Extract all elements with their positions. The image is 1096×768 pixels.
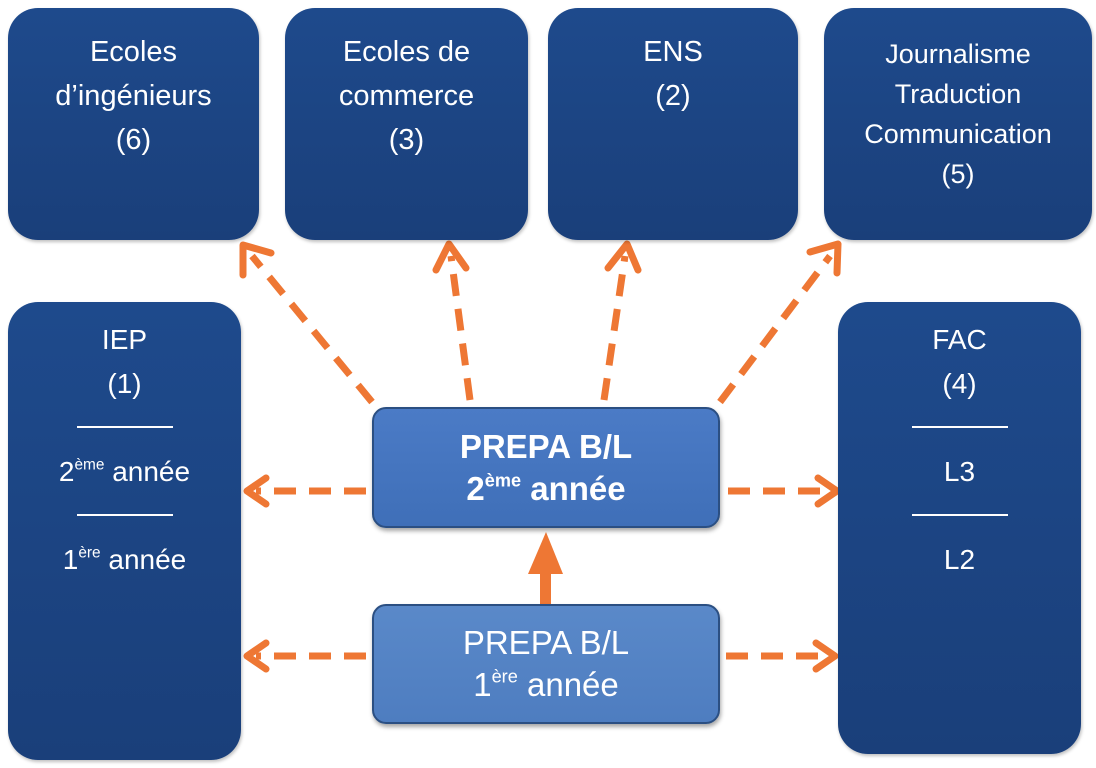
line: Ecoles de <box>342 36 471 68</box>
arrowhead-journalisme <box>806 240 842 277</box>
line: d’ingénieurs <box>55 80 212 112</box>
arrow-to-ecoles-ingenieurs <box>249 253 375 405</box>
box-fac: FAC (4) L3 L2 <box>838 302 1081 754</box>
arrow-to-journalisme <box>717 253 833 405</box>
arrowhead-prepa1-fac <box>812 639 839 673</box>
iep-title: IEP <box>101 324 148 355</box>
prepa2-year: 2ème année <box>466 469 626 507</box>
iep-year-1: 1ère année <box>62 544 187 575</box>
arrowhead-ecoles-ingenieurs <box>239 241 275 279</box>
line: commerce <box>338 80 475 112</box>
arrowhead-prepa2-iep <box>243 474 270 508</box>
line: Traduction <box>894 79 1022 109</box>
iep-count: (1) <box>107 368 142 399</box>
iep-year-2: 2ème année <box>58 456 191 487</box>
count: (5) <box>941 159 975 189</box>
fac-count: (4) <box>942 368 977 399</box>
fac-title: FAC <box>932 324 987 355</box>
box-ens: ENS (2) <box>548 8 798 240</box>
line: Ecoles <box>89 36 178 68</box>
line: Communication <box>864 119 1052 149</box>
fac-level-l2: L2 <box>943 544 976 575</box>
arrowhead-ecoles-commerce <box>432 240 470 274</box>
fac-level-l3: L3 <box>943 456 976 487</box>
line: ENS <box>643 36 703 68</box>
prepa2-title: PREPA B/L <box>459 427 633 465</box>
box-journalisme: Journalisme Traduction Communication (5) <box>824 8 1092 240</box>
divider <box>76 426 173 428</box>
prepa1-title: PREPA B/L <box>462 624 630 661</box>
arrowhead-prepa1-to-prepa2 <box>528 532 563 574</box>
arrow-to-ens <box>600 255 629 401</box>
divider <box>911 514 1008 516</box>
box-ecoles-commerce: Ecoles de commerce (3) <box>285 8 528 240</box>
divider <box>911 426 1008 428</box>
box-ecoles-ingenieurs: Ecoles d’ingénieurs (6) <box>8 8 259 240</box>
count: (6) <box>115 124 152 156</box>
box-prepa-1: PREPA B/L 1ère année <box>372 604 720 724</box>
divider <box>76 514 173 516</box>
line: Journalisme <box>885 39 1031 69</box>
box-iep: IEP (1) 2ème année 1ère année <box>8 302 241 760</box>
box-prepa-2: PREPA B/L 2ème année <box>372 407 720 528</box>
arrowhead-prepa1-iep <box>243 639 270 673</box>
arrowhead-prepa2-fac <box>814 474 841 508</box>
count: (2) <box>655 80 691 112</box>
arrowhead-ens <box>604 240 642 274</box>
count: (3) <box>388 124 425 156</box>
arrow-to-ecoles-commerce <box>447 255 474 401</box>
arrow-prepa1-to-prepa2-shaft <box>540 566 551 606</box>
prepa1-year: 1ère année <box>473 666 619 703</box>
